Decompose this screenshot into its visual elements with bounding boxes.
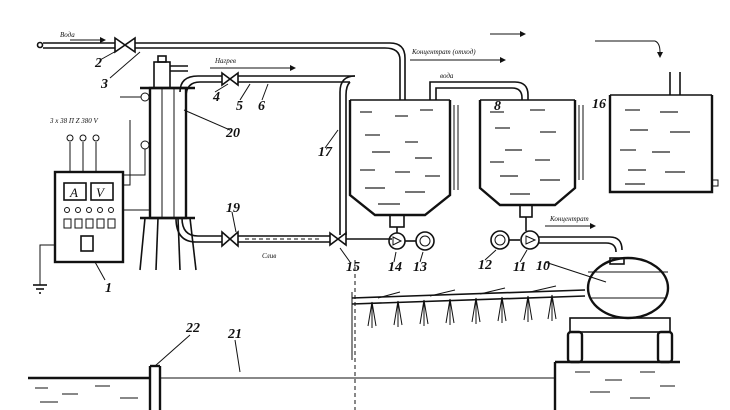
tanker-truck xyxy=(566,256,674,364)
callout-5: 5 xyxy=(236,99,243,114)
concentrate-waste-label: Концентрат (отход) xyxy=(411,48,476,56)
ground xyxy=(28,260,680,410)
ammeter-label: A xyxy=(69,185,78,200)
power-supply-label: 3 x 38 П Z 380 V xyxy=(49,117,99,125)
check-valve-15 xyxy=(329,231,347,247)
leader-lines xyxy=(94,49,607,373)
callout-3: 3 xyxy=(100,77,108,92)
callout-2: 2 xyxy=(94,56,102,71)
callout-20: 20 xyxy=(225,126,240,141)
voltmeter-label: V xyxy=(96,185,106,200)
callout-17: 17 xyxy=(318,145,333,160)
tank-left xyxy=(348,99,459,228)
heater-column xyxy=(120,55,197,271)
water-small-label: вода xyxy=(440,72,454,80)
callout-4: 4 xyxy=(212,90,220,105)
callout-8: 8 xyxy=(494,99,501,114)
water-inlet-label: Вода xyxy=(60,31,75,39)
pump-14 xyxy=(388,232,406,250)
pump-11 xyxy=(520,230,540,250)
tank-right xyxy=(608,72,719,194)
sprinkler-boom xyxy=(351,285,586,360)
drain-valve xyxy=(221,230,239,248)
callout-13: 13 xyxy=(413,260,427,275)
callout-15: 15 xyxy=(346,260,360,275)
callout-21: 21 xyxy=(227,327,242,342)
callout-11: 11 xyxy=(513,260,526,275)
water-inlet-pipe: Вода xyxy=(36,31,115,49)
callout-16: 16 xyxy=(592,97,606,112)
heating-label: Нагрев xyxy=(214,57,236,65)
drain-label: Слив xyxy=(262,252,276,260)
inlet-valve xyxy=(114,36,136,54)
control-panel: A V 3 x 38 П Z 380 V xyxy=(33,117,150,294)
callout-14: 14 xyxy=(388,260,402,275)
motor-12 xyxy=(490,230,510,250)
callout-10: 10 xyxy=(536,259,550,274)
tank-middle xyxy=(478,99,584,218)
callout-1: 1 xyxy=(105,281,112,296)
callout-12: 12 xyxy=(478,258,492,273)
concentrate-label: Концентрат xyxy=(549,215,589,223)
heater-outlet-valve xyxy=(221,71,239,87)
motor-13 xyxy=(415,231,435,251)
callout-6: 6 xyxy=(258,99,265,114)
callout-22: 22 xyxy=(185,321,200,336)
callout-19: 19 xyxy=(226,201,240,216)
